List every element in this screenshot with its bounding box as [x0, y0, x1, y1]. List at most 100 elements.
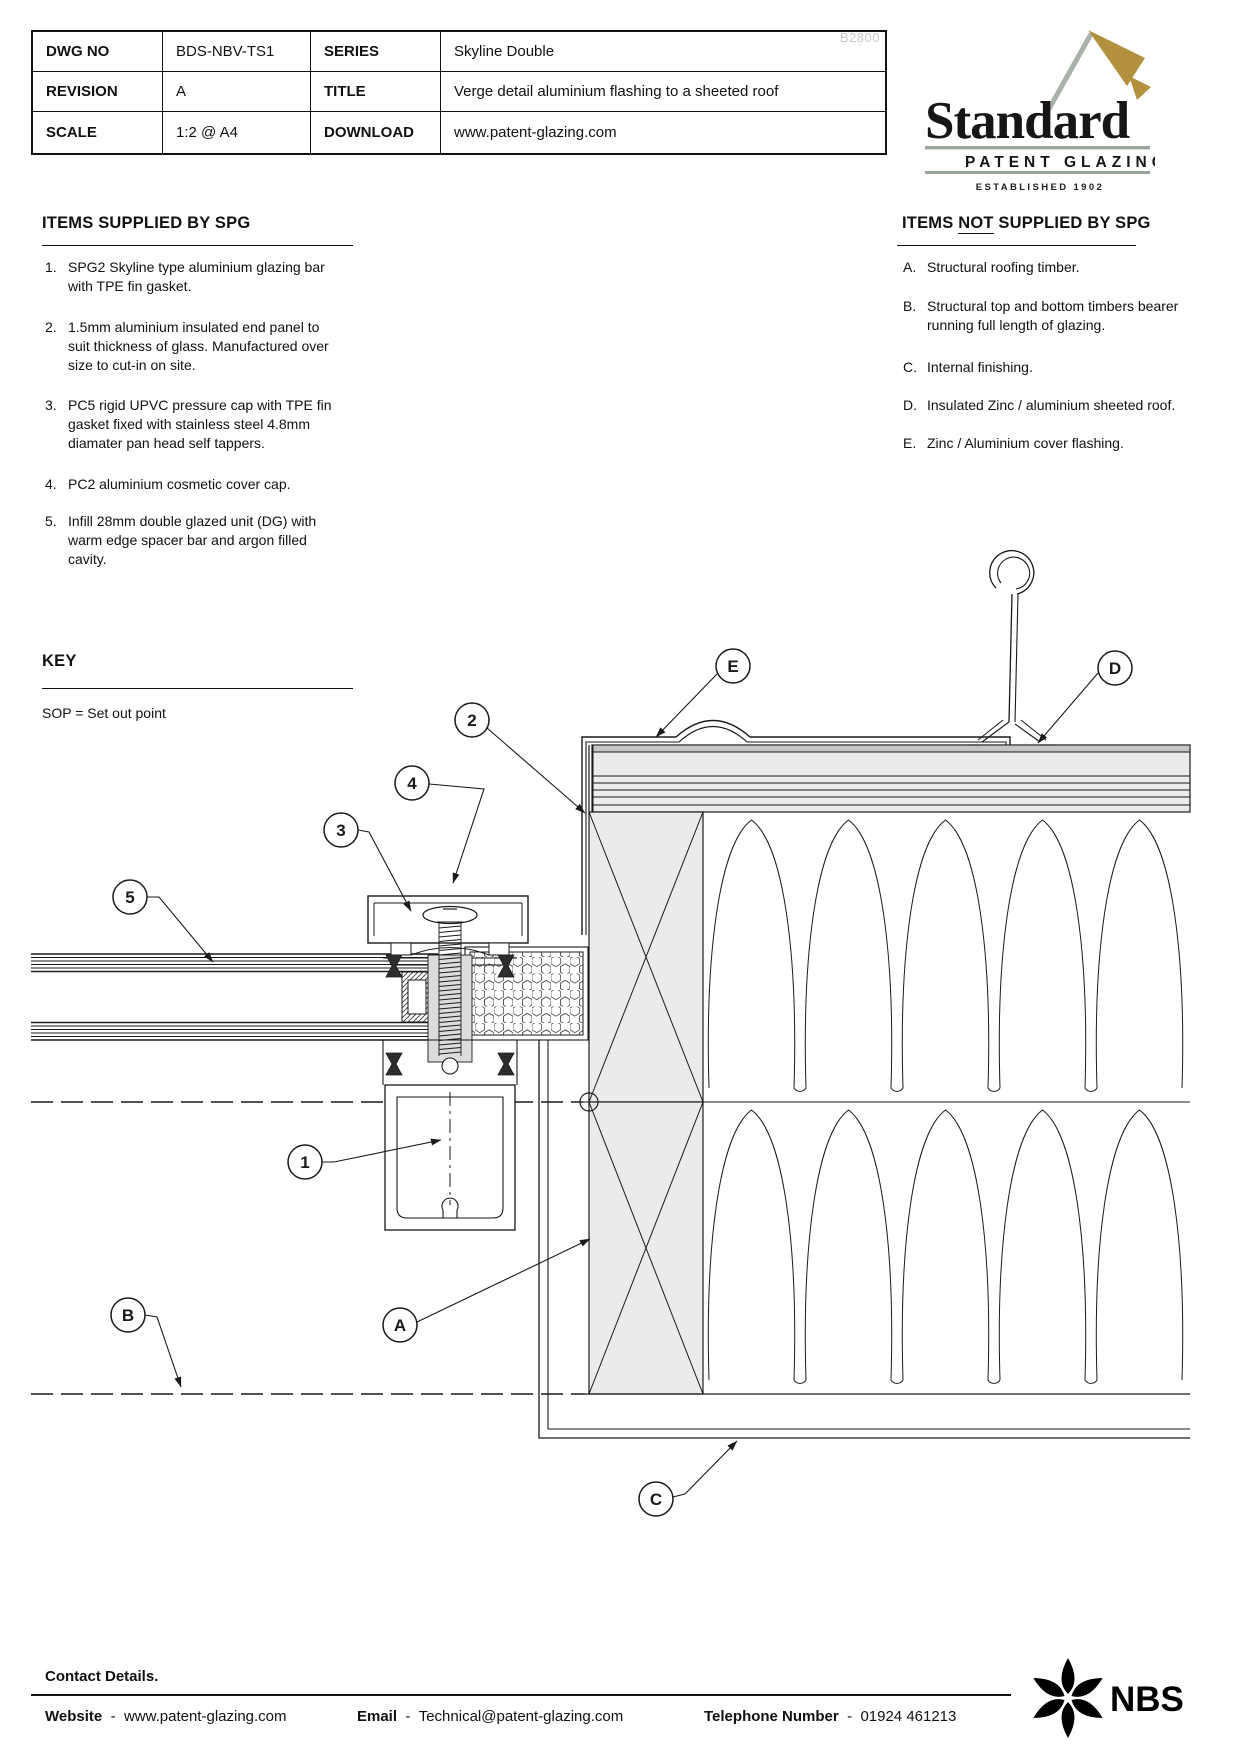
list-item: 3.PC5 rigid UPVC pressure cap with TPE f… [45, 396, 340, 453]
list-item-number: 5. [45, 513, 57, 529]
title-block-table: DWG NO BDS-NBV-TS1 SERIES Skyline Double… [31, 30, 887, 155]
download-url: www.patent-glazing.com [454, 123, 617, 141]
contact-details-heading: Contact Details. [45, 1668, 159, 1685]
callout-label: D [1109, 659, 1121, 678]
nbs-petal-icon [1033, 1678, 1065, 1697]
list-item-number: 4. [45, 476, 57, 492]
nbs-logo: NBS [1033, 1658, 1184, 1738]
supplied-rule [42, 245, 353, 246]
footer-website: Website - www.patent-glazing.com [45, 1708, 287, 1725]
website-url: www.patent-glazing.com [123, 1708, 287, 1725]
list-item: 1. SPG2 Skyline type aluminium glazing ba… [45, 258, 340, 296]
company-logo: Standard PATENT GLAZING [925, 30, 1155, 174]
insulated-end-panel [464, 946, 589, 1041]
logo-rule-top [925, 146, 1150, 150]
list-item-text: 1.5mm aluminium insulated end panel to s… [68, 319, 329, 373]
callout-leader [322, 1138, 442, 1163]
list-item: B.Structural top and bottom timbers bear… [903, 297, 1179, 335]
callout-4: 4 [394, 765, 485, 884]
nbs-petal-icon [1033, 1699, 1065, 1718]
flag-icon [1088, 30, 1145, 86]
revision-label: REVISION [33, 72, 163, 113]
cover-flashing [581, 719, 1011, 935]
standing-seam-clip [968, 550, 1056, 746]
dwg-no-label: DWG NO [33, 32, 163, 73]
callout-circle [287, 1144, 323, 1180]
scale-value: 1:2 @ A4 [163, 112, 311, 153]
nbs-petal-icon [1061, 1658, 1075, 1694]
list-item-number: 1. [45, 259, 57, 275]
logo-rule-bottom [925, 171, 1150, 174]
callout-circle [715, 648, 751, 684]
callout-label: C [650, 1490, 662, 1509]
nbs-petal-icon [1061, 1702, 1075, 1738]
callout-leader [147, 896, 214, 963]
callout-circle [110, 1297, 146, 1333]
flag-tail-icon [1129, 76, 1151, 100]
callout-3: 3 [323, 812, 412, 912]
footer-email: Email - Technical@patent-glazing.com [357, 1708, 624, 1725]
not-supplied-rule [897, 245, 1136, 246]
callout-label: 5 [125, 888, 134, 907]
series-label: SERIES [311, 32, 441, 73]
callout-leader [1037, 672, 1099, 744]
callout-label: 3 [336, 821, 345, 840]
callout-5: 5 [112, 879, 214, 963]
gasket [497, 954, 515, 978]
list-item: 2. 1.5mm aluminium insulated end panel to… [45, 318, 340, 375]
list-item: C.Internal finishing. [903, 358, 1179, 377]
glazing-bar-assembly [367, 895, 529, 1231]
callout-circle [382, 1307, 418, 1343]
scale-label: SCALE [33, 112, 163, 153]
callout-leader [672, 1440, 738, 1498]
list-item: 5. Infill 28mm double glazed unit (DG) wi… [45, 512, 340, 569]
sheeted-roof-deck [588, 744, 1191, 813]
logo-wordmark: Standard [925, 92, 1130, 150]
dwg-no-value: BDS-NBV-TS1 [163, 32, 311, 73]
callout-circle [323, 812, 359, 848]
callout-A: A [382, 1238, 591, 1343]
list-item-number: 3. [45, 397, 57, 413]
callout-leader [486, 727, 586, 814]
list-item: D.Insulated Zinc / aluminium sheeted roo… [903, 396, 1179, 415]
list-item-number: 2. [45, 319, 57, 335]
list-item-text: Structural roofing timber. [927, 259, 1080, 275]
list-item-text: Internal finishing. [927, 359, 1033, 375]
list-item-text: SPG2 Skyline type aluminium glazing bar … [68, 259, 325, 294]
gasket [385, 1052, 403, 1076]
not-supplied-heading: ITEMS NOT SUPPLIED BY SPG [902, 214, 1151, 234]
callout-circle [1097, 650, 1133, 686]
list-item-text: Insulated Zinc / aluminium sheeted roof. [927, 397, 1176, 413]
double-glazed-unit [31, 953, 439, 1041]
key-text: SOP = Set out point [42, 705, 166, 721]
callout-leader [655, 673, 718, 738]
list-item-number: A. [903, 259, 917, 275]
email-address: Technical@patent-glazing.com [418, 1708, 624, 1725]
list-item-text: Infill 28mm double glazed unit (DG) with… [68, 513, 317, 567]
list-item-text: PC2 aluminium cosmetic cover cap. [68, 476, 291, 492]
callout-circle [454, 702, 490, 738]
nbs-petal-icon [1071, 1678, 1103, 1697]
structural-timber [588, 811, 704, 1395]
callout-2: 2 [454, 702, 586, 814]
callout-label: A [394, 1316, 406, 1335]
callout-label: 2 [467, 711, 476, 730]
list-item: E.Zinc / Aluminium cover flashing. [903, 434, 1179, 453]
internal-finishing [538, 1040, 1190, 1439]
callout-1: 1 [287, 1138, 442, 1180]
title-label: TITLE [311, 72, 441, 113]
footer-rule [31, 1694, 1011, 1696]
nbs-text: NBS [1110, 1680, 1184, 1719]
logo-established: ESTABLISHED 1902 [975, 182, 1105, 193]
callout-leader [357, 829, 412, 912]
callout-E: E [655, 648, 751, 738]
list-item-number: B. [903, 298, 917, 314]
callout-leader [428, 783, 485, 884]
nbs-petal-icon [1071, 1699, 1103, 1718]
callout-label: E [727, 657, 738, 676]
screw-tip [441, 1057, 459, 1075]
roof-insulation [707, 819, 1184, 1384]
